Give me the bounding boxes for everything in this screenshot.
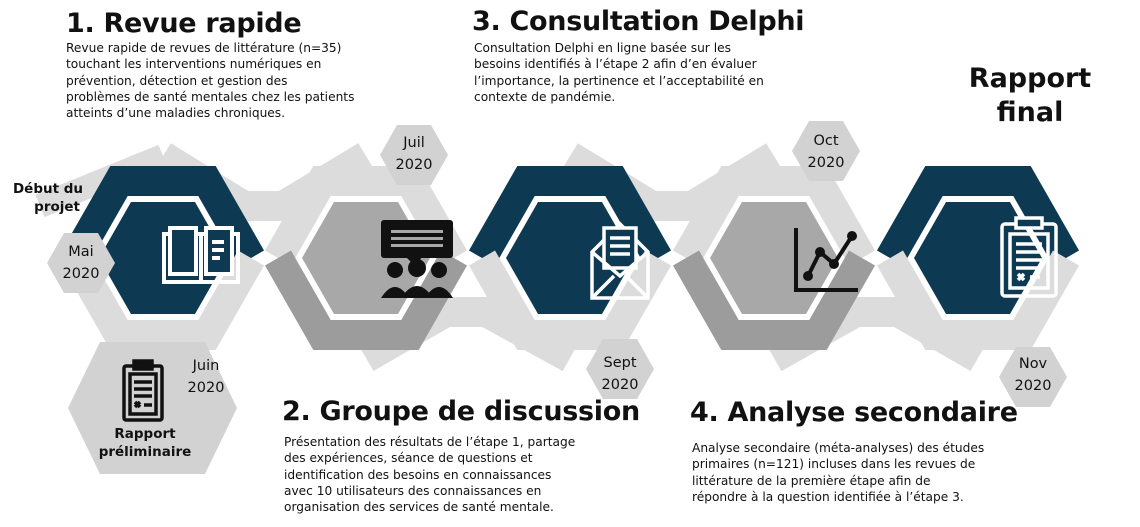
date-hex-juil: [380, 125, 448, 185]
step-2-title: 2. Groupe de discussion: [282, 396, 640, 427]
step-3-description: Consultation Delphi en ligne basée sur l…: [474, 41, 764, 104]
ring-4-bottom: [672, 250, 876, 350]
ring-4-top: [672, 166, 876, 266]
date-hex-nov: [999, 347, 1067, 407]
ring-3-top: [468, 166, 672, 266]
line-chart-icon: [794, 228, 858, 292]
ring-2-top: [264, 166, 468, 266]
step-3-title: 3. Consultation Delphi: [472, 6, 805, 37]
preliminary-report-label: Rapport préliminaire: [98, 426, 192, 460]
clipboard-icon: [122, 359, 164, 422]
ring-1-top: [61, 166, 265, 266]
discussion-group-icon: [381, 220, 453, 298]
prelim-hex: [68, 342, 237, 474]
final-report-label: Rapport final: [968, 63, 1092, 128]
envelope-document-icon: [590, 221, 650, 300]
date-hex-sept: [586, 339, 654, 399]
step-2-description: Présentation des résultats de l’étape 1,…: [284, 435, 576, 515]
ring-1-bottom: [61, 250, 265, 350]
start-label: Début du projet: [12, 181, 84, 215]
date-hex-mai: [47, 233, 115, 293]
step-4-title: 4. Analyse secondaire: [690, 397, 1018, 428]
clipboard-report-icon: [1000, 216, 1058, 298]
date-hexagons: [47, 121, 1067, 474]
open-book-icon: [162, 226, 240, 284]
step-1-description: Revue rapide de revues de littérature (n…: [66, 41, 355, 121]
inner-hex-4: [710, 202, 838, 314]
date-hex-oct: [792, 121, 860, 181]
step-4-description: Analyse secondaire (méta-analyses) des é…: [692, 441, 985, 504]
step-1-title: 1. Revue rapide: [66, 8, 302, 39]
ring-5-top: [876, 166, 1080, 266]
hex-rings: [61, 166, 1080, 350]
band-start: [35, 144, 168, 218]
